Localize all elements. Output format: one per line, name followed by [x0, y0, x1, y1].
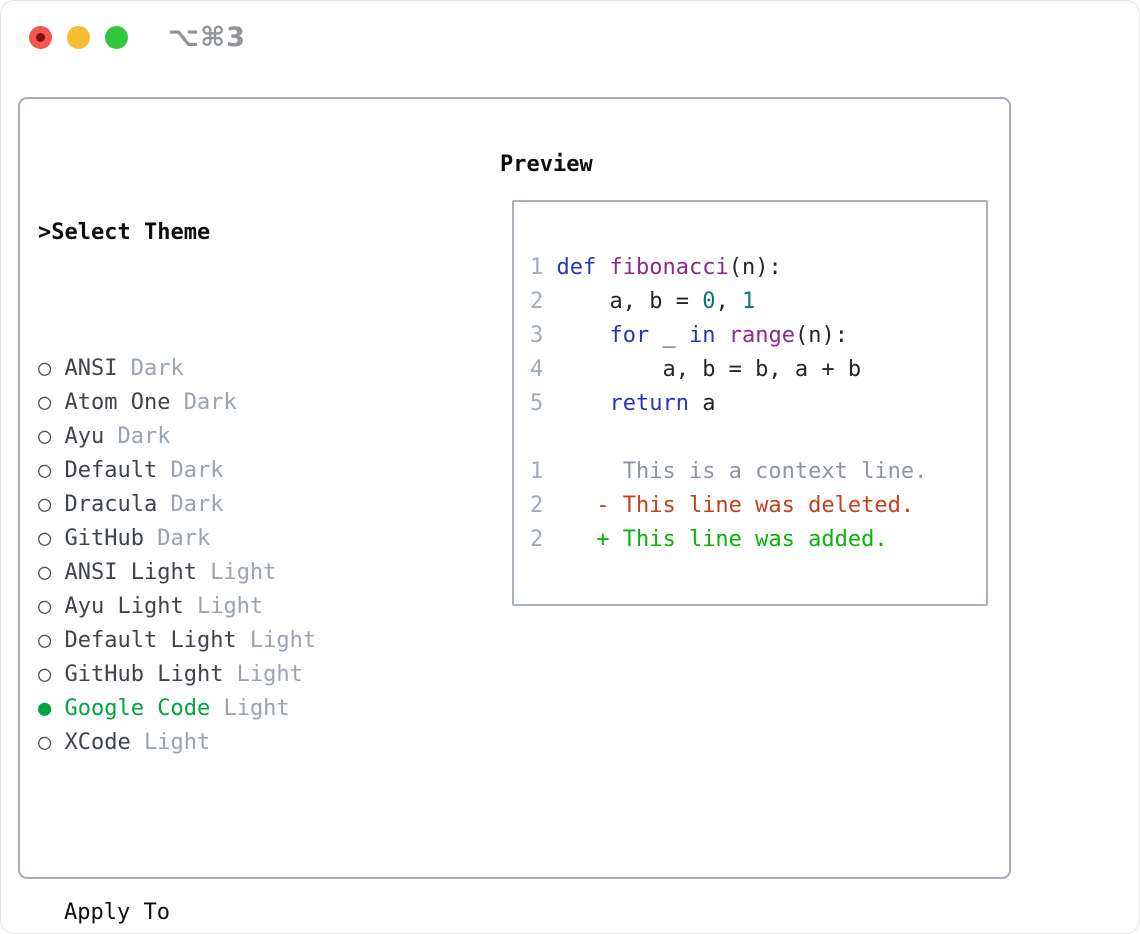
- theme-option[interactable]: ○ ANSI Dark: [38, 352, 409, 386]
- theme-name: GitHub Light: [51, 662, 224, 687]
- close-icon: [36, 32, 45, 42]
- theme-option[interactable]: ○ Ayu Light Light: [38, 590, 409, 624]
- code-line: 4 a, b = b, a + b: [530, 357, 862, 382]
- theme-name: ANSI: [51, 356, 118, 381]
- theme-variant: Dark: [104, 424, 171, 449]
- code-line: [530, 421, 986, 455]
- radio-icon: ○: [38, 458, 52, 483]
- theme-column: >Select Theme ○ ANSI Dark○ Atom One Dark…: [38, 148, 409, 934]
- theme-variant: Dark: [143, 526, 211, 551]
- theme-name: Google Code: [51, 696, 211, 721]
- theme-list: ○ ANSI Dark○ Atom One Dark○ Ayu Dark○ De…: [38, 352, 409, 760]
- radio-icon: ○: [38, 356, 52, 381]
- radio-icon: ○: [38, 730, 52, 755]
- theme-variant: Light: [236, 628, 317, 653]
- theme-option[interactable]: ○ Default Light Light: [38, 624, 409, 658]
- theme-option[interactable]: ○ XCode Light: [38, 726, 409, 760]
- theme-name: ANSI Light: [51, 560, 197, 585]
- radio-icon: ○: [38, 526, 52, 551]
- code-line: 2 + This line was added.: [530, 527, 888, 552]
- radio-icon: ○: [38, 560, 52, 585]
- theme-variant: Light: [210, 696, 290, 721]
- theme-name: GitHub: [51, 526, 144, 551]
- apply-to-header: Apply To: [64, 900, 170, 925]
- theme-option[interactable]: ○ ANSI Light Light: [38, 556, 409, 590]
- theme-variant: Dark: [170, 390, 237, 415]
- radio-icon: ○: [38, 628, 52, 653]
- code-line: 1 This is a context line.: [530, 459, 928, 484]
- radio-icon: ○: [38, 594, 52, 619]
- close-button[interactable]: [29, 25, 52, 49]
- radio-icon: ○: [38, 424, 52, 449]
- code-line: 1 def fibonacci(n):: [530, 255, 782, 280]
- code-line: 2 a, b = 0, 1: [530, 289, 756, 314]
- titlebar: ⌥⌘3: [29, 22, 246, 53]
- theme-name: XCode: [51, 730, 131, 755]
- theme-option[interactable]: ○ Atom One Dark: [38, 386, 409, 420]
- theme-option[interactable]: ● Google Code Light: [38, 692, 409, 726]
- theme-option[interactable]: ○ Default Dark: [38, 454, 409, 488]
- theme-variant: Dark: [117, 356, 184, 381]
- theme-option[interactable]: ○ Dracula Dark: [38, 488, 409, 522]
- theme-variant: Light: [183, 594, 264, 619]
- prompt-icon: >: [38, 220, 52, 245]
- radio-icon: ○: [38, 662, 52, 687]
- radio-selected-icon: ●: [38, 696, 52, 721]
- theme-variant: Dark: [157, 458, 224, 483]
- theme-option[interactable]: ○ GitHub Light Light: [38, 658, 409, 692]
- code-line: 3 for _ in range(n):: [530, 323, 848, 348]
- theme-option[interactable]: ○ Ayu Dark: [38, 420, 409, 454]
- theme-variant: Light: [223, 662, 303, 687]
- code-line: 2 - This line was deleted.: [530, 493, 915, 518]
- window-title: ⌥⌘3: [168, 21, 246, 53]
- theme-name: Ayu Light: [51, 594, 184, 619]
- theme-name: Default Light: [51, 628, 237, 653]
- theme-picker-panel: >Select Theme ○ ANSI Dark○ Atom One Dark…: [18, 97, 1011, 925]
- theme-variant: Light: [130, 730, 211, 755]
- theme-name: Ayu: [51, 424, 105, 449]
- code-line: 5 return a: [530, 391, 716, 416]
- minimize-button[interactable]: [67, 25, 90, 49]
- preview-header: Preview: [500, 152, 593, 177]
- preview-box: 1 def fibonacci(n): 2 a, b = 0, 1 3 for _ …: [512, 200, 988, 606]
- radio-icon: ○: [38, 492, 52, 517]
- theme-name: Default: [51, 458, 158, 483]
- zoom-button[interactable]: [105, 25, 128, 49]
- radio-icon: ○: [38, 390, 52, 415]
- select-theme-header: >Select Theme: [38, 216, 409, 250]
- theme-variant: Light: [196, 560, 277, 585]
- theme-name: Atom One: [51, 390, 171, 415]
- theme-option[interactable]: ○ GitHub Dark: [38, 522, 409, 556]
- code-preview: 1 def fibonacci(n): 2 a, b = 0, 1 3 for _ …: [530, 251, 986, 557]
- theme-name: Dracula: [51, 492, 158, 517]
- select-theme-title: Select Theme: [51, 220, 211, 245]
- theme-variant: Dark: [157, 492, 224, 517]
